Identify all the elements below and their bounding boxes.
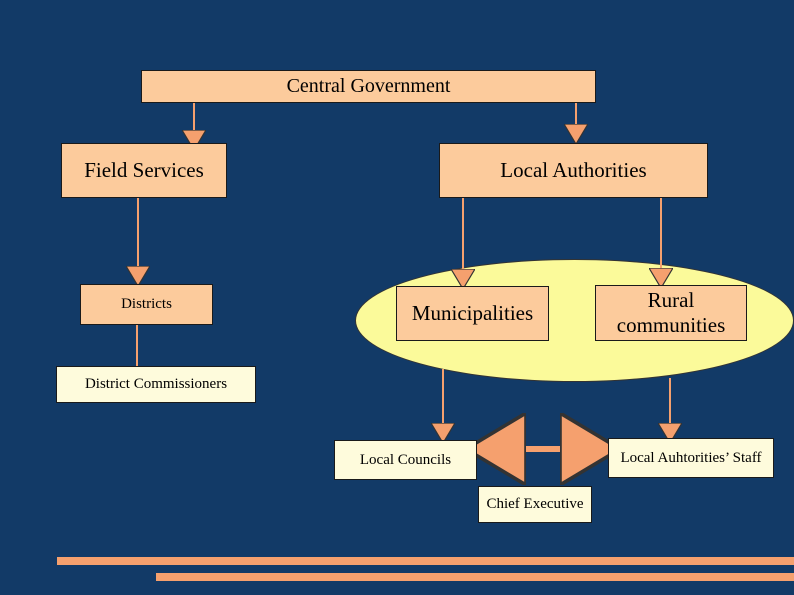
central-government-label: Central Government xyxy=(286,75,451,97)
district-commissioners-label: District Commissioners xyxy=(84,376,228,392)
local-authorities-box: Local Authorities xyxy=(439,143,708,198)
rural-communities-box: Rural communities xyxy=(595,285,747,341)
local-authorities-staff-box: Local Auhtorities’ Staff xyxy=(608,438,774,478)
local-authorities-staff-label: Local Auhtorities’ Staff xyxy=(620,449,762,466)
decorative-bar-bottom xyxy=(156,573,794,581)
municipalities-label: Municipalities xyxy=(411,301,534,325)
chief-executive-box: Chief Executive xyxy=(478,486,592,523)
central-government-box: Central Government xyxy=(141,70,596,103)
districts-label: Districts xyxy=(121,296,172,312)
rural-communities-label: Rural communities xyxy=(616,287,726,337)
field-services-label: Field Services xyxy=(84,158,204,182)
local-authorities-label: Local Authorities xyxy=(500,158,647,182)
municipalities-box: Municipalities xyxy=(396,286,549,341)
local-councils-box: Local Councils xyxy=(334,440,477,480)
field-services-box: Field Services xyxy=(61,143,227,198)
chief-executive-label: Chief Executive xyxy=(486,496,584,512)
decorative-bar-top xyxy=(57,557,794,565)
districts-box: Districts xyxy=(80,284,213,325)
district-commissioners-box: District Commissioners xyxy=(56,366,256,403)
local-councils-label: Local Councils xyxy=(359,451,452,468)
